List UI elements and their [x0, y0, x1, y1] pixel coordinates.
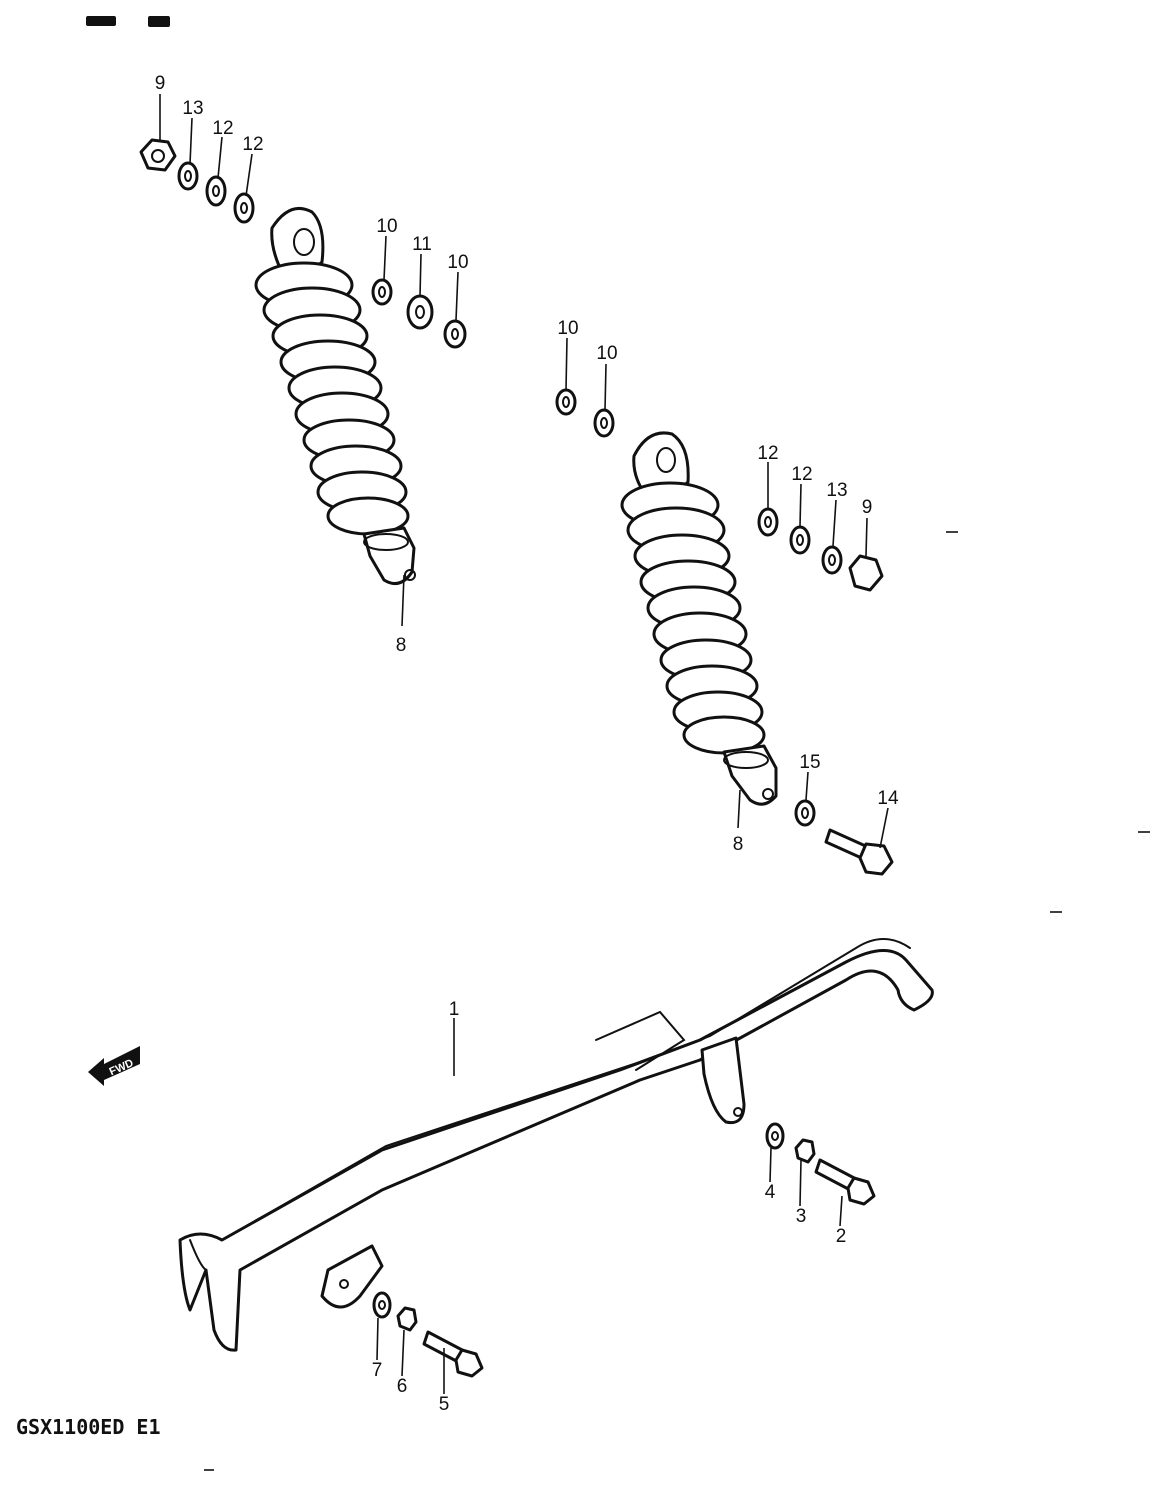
callout-7: 7	[372, 1360, 383, 1381]
callout-10b: 10	[447, 252, 468, 273]
left-shock-lower-side-hardware	[371, 278, 467, 349]
callout-10c: 10	[557, 318, 578, 339]
right-rear-shock-absorber	[620, 431, 778, 806]
callout-9b: 9	[862, 497, 873, 518]
bolt-14	[824, 828, 894, 876]
callout-labels: 9 13 12 12 10 11 10 8 10 10 12 12 13 9 1…	[155, 73, 899, 1415]
washer-12b	[233, 192, 255, 224]
callout-8b: 8	[733, 834, 744, 855]
header-marks	[86, 16, 170, 27]
callout-12b: 12	[242, 134, 263, 155]
callout-12c: 12	[757, 443, 778, 464]
cap-nut-9b	[848, 554, 884, 592]
chain-case-rear-hardware	[765, 1122, 876, 1206]
callout-13b: 13	[826, 480, 847, 501]
callout-14: 14	[877, 788, 899, 809]
callout-8a: 8	[396, 635, 407, 656]
callout-15: 15	[799, 752, 820, 773]
washer-12c	[757, 507, 779, 537]
nut-3	[794, 1138, 816, 1164]
bolt-5	[422, 1330, 484, 1378]
scan-marks	[204, 531, 1150, 1471]
callout-5: 5	[439, 1394, 450, 1415]
left-rear-shock-absorber	[254, 207, 416, 586]
washer-10d	[593, 408, 615, 438]
callout-4: 4	[765, 1182, 776, 1203]
washer-7	[372, 1291, 392, 1319]
leader-lines	[159, 94, 889, 1394]
callout-13a: 13	[182, 98, 203, 119]
washer-12a	[205, 175, 227, 207]
washer-13a	[177, 161, 199, 191]
washer-12d	[789, 525, 811, 555]
nut-6	[396, 1306, 418, 1332]
washer-4	[765, 1122, 785, 1150]
left-shock-spring	[254, 261, 410, 536]
chain-case	[178, 938, 934, 1352]
callout-12d: 12	[791, 464, 812, 485]
callout-1: 1	[449, 999, 460, 1020]
callout-11: 11	[412, 234, 432, 255]
callout-10d: 10	[596, 343, 617, 364]
washer-11	[406, 294, 434, 330]
callout-12a: 12	[212, 118, 233, 139]
right-shock-spring	[620, 481, 766, 755]
cap-nut-9a	[139, 138, 177, 172]
washer-13b	[821, 545, 843, 575]
right-shock-upper-hardware	[555, 388, 884, 592]
callout-3: 3	[796, 1206, 807, 1227]
chain-case-front-hardware	[372, 1291, 484, 1378]
callout-10a: 10	[376, 216, 397, 237]
left-shock-upper-hardware	[139, 138, 255, 224]
washer-15	[794, 799, 816, 827]
washer-10a	[371, 278, 393, 306]
callout-9a: 9	[155, 73, 166, 94]
bolt-2	[814, 1158, 876, 1206]
right-shock-lower-hardware	[794, 799, 894, 876]
callout-2: 2	[836, 1226, 847, 1247]
washer-10c	[555, 388, 577, 416]
model-caption: GSX1100ED E1	[16, 1415, 161, 1439]
forward-direction-arrow: FWD	[88, 1046, 140, 1086]
washer-10b	[443, 319, 467, 349]
callout-6: 6	[397, 1376, 408, 1397]
